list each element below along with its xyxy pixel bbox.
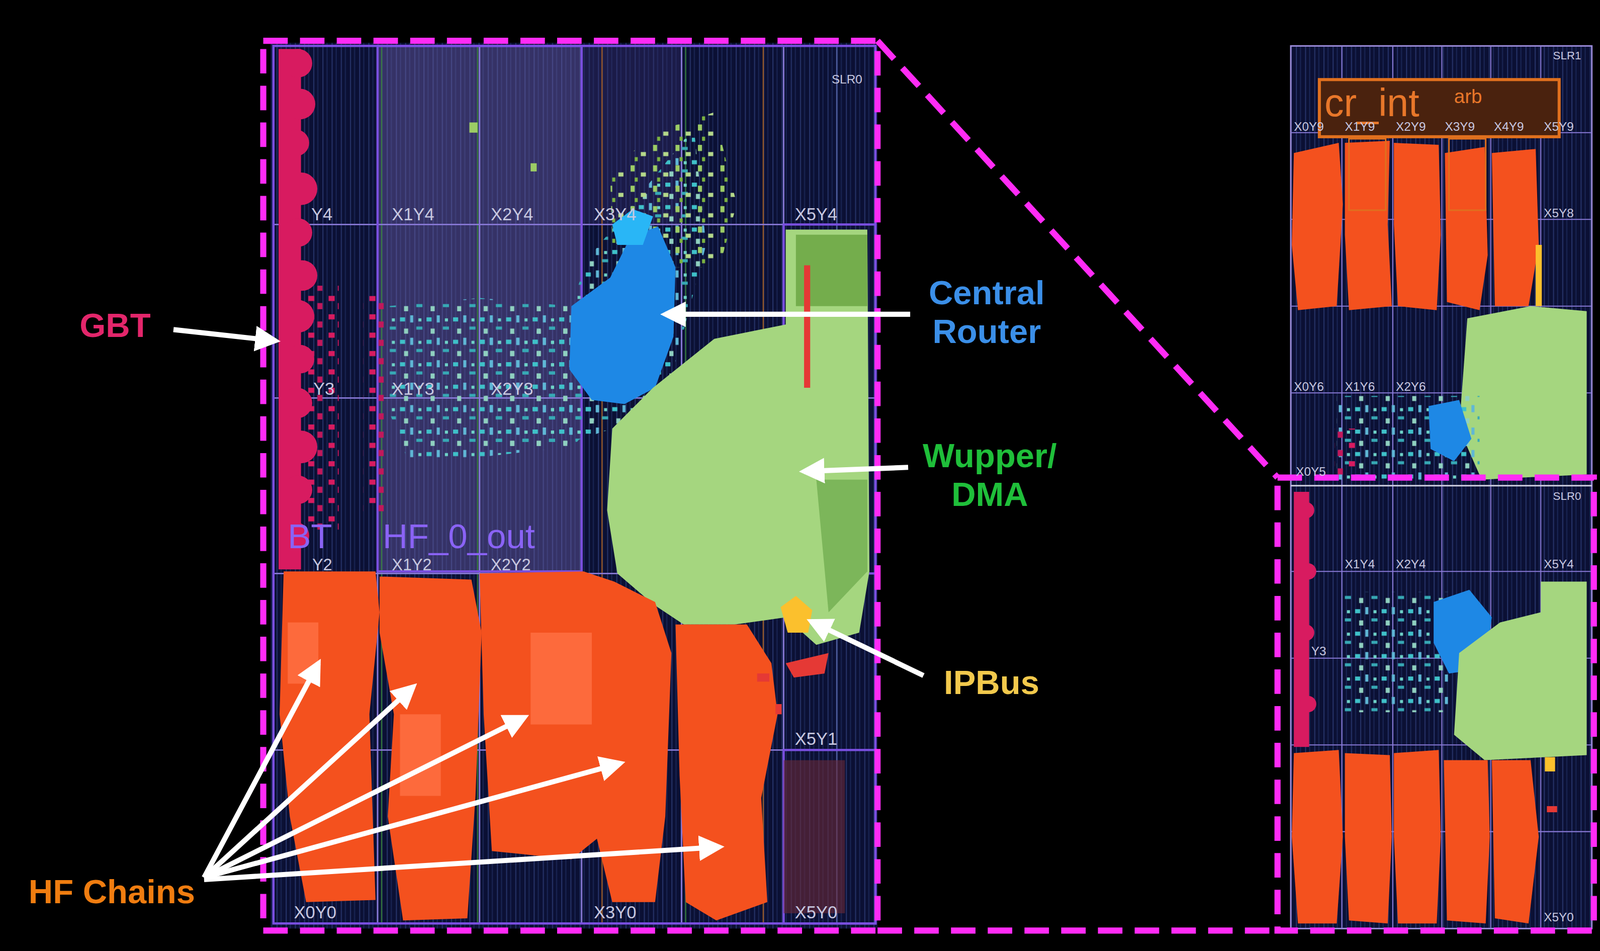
clock-region-label: X3Y0 [593,903,637,924]
clock-region-label: X1Y6 [1345,380,1376,395]
slr-label: SLR0 [831,73,863,88]
clock-region-label: X2Y2 [490,556,531,575]
callout-label: HF Chains [28,872,196,912]
clock-region-label: X5Y8 [1543,207,1574,222]
clock-region-label: X1Y9 [1345,120,1376,135]
clock-region-label: X5Y4 [1543,558,1574,573]
slr-label: SLR1 [1553,48,1582,62]
clock-region-label: X0Y6 [1293,380,1324,395]
clock-region-label: X2Y4 [490,205,533,226]
clock-region-label: X3Y9 [1444,120,1475,135]
clock-region-label: X2Y6 [1395,380,1427,395]
clock-region-label: X5Y9 [1543,120,1574,135]
callout-label: IPBus [943,663,1040,702]
callout-label: Central Router [905,273,1069,351]
clock-region-label: X1Y3 [391,379,434,400]
clock-region-label: X2Y9 [1395,120,1427,135]
clock-region-label: X0Y9 [1293,120,1324,135]
clock-region-label: Y3 [313,379,335,400]
clock-region-label: X2Y3 [490,379,533,400]
clock-region-label: X4Y9 [1493,120,1525,135]
pblock-label: cr_int [1324,81,1420,127]
clock-region-label: X5Y0 [1543,911,1574,926]
pblock-label: HF_0_out [382,516,536,557]
clock-region-label: X1Y4 [1345,558,1376,573]
clock-region-label: X3Y4 [593,205,637,226]
clock-region-label: Y4 [311,205,333,226]
clock-region-label: Y2 [312,556,333,575]
clock-region-label: X2Y4 [1395,558,1427,573]
clock-region-label: X1Y2 [391,556,432,575]
pblock-label: BT [287,516,332,557]
clock-region-label: X5Y1 [794,729,838,750]
pblock-label: arb [1454,85,1483,108]
callout-label: GBT [79,306,151,345]
clock-region-label: Y3 [1311,644,1327,659]
clock-region-label: X5Y4 [794,205,838,226]
callout-label: Wupper/ DMA [908,436,1072,514]
clock-region-label: X5Y0 [794,903,838,924]
clock-region-label: X0Y5 [1295,465,1326,480]
clock-region-label: X1Y4 [391,205,434,226]
clock-region-label: X0Y0 [293,903,336,924]
slr-label: SLR0 [1553,489,1582,503]
